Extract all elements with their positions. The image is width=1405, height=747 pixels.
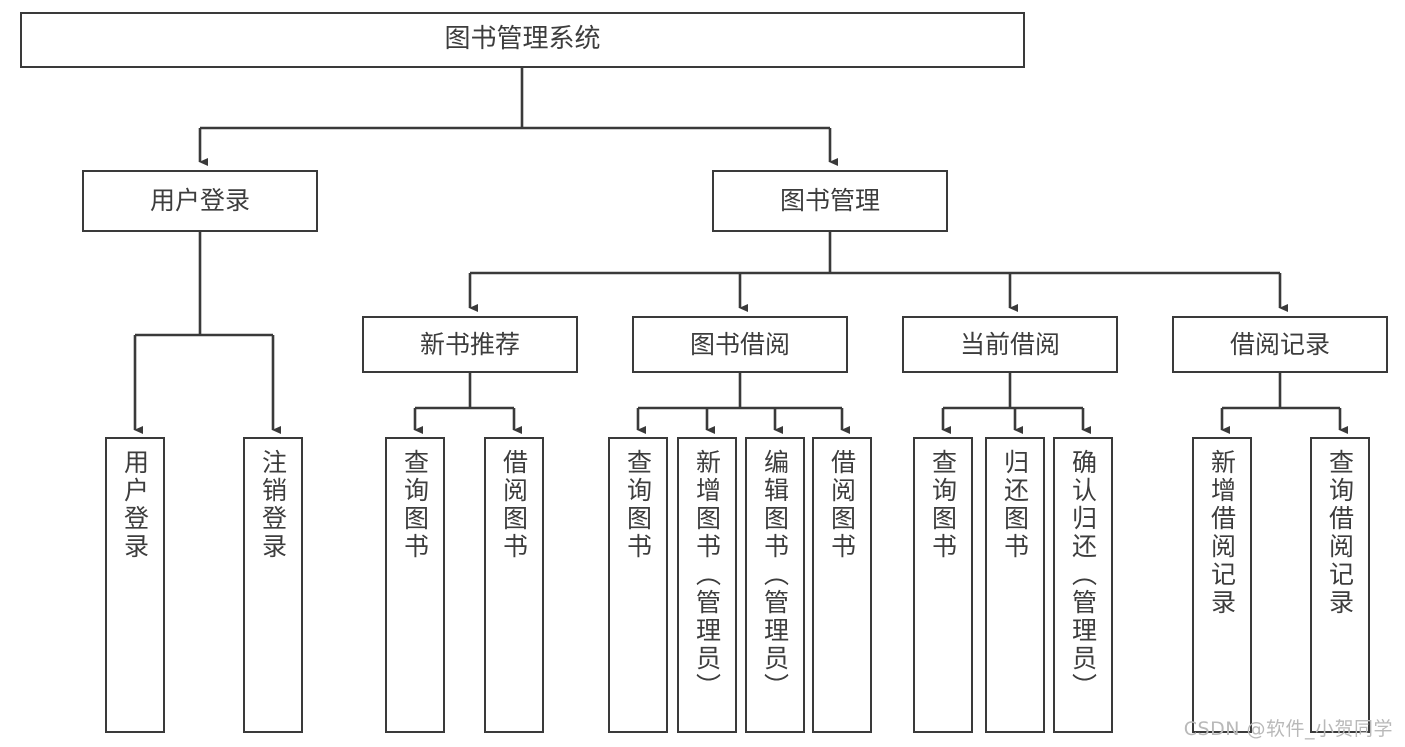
node-borrow-record[interactable]: 借阅记录	[1172, 316, 1388, 373]
watermark-text: CSDN @软件_小贺同学	[1183, 718, 1393, 740]
node-label: 查询借阅记录	[1325, 449, 1355, 617]
node-label: 图书管理	[779, 186, 880, 215]
node-label: 借阅图书	[499, 449, 529, 561]
node-label: 图书管理系统	[444, 24, 601, 55]
node-root-system[interactable]: 图书管理系统	[20, 12, 1025, 68]
node-label: 借阅记录	[1229, 329, 1330, 359]
leaf-borrow-book-new[interactable]: 借阅图书	[484, 437, 544, 733]
node-user-login[interactable]: 用户登录	[82, 170, 318, 232]
node-current-borrow[interactable]: 当前借阅	[902, 316, 1118, 373]
leaf-edit-book-admin[interactable]: 编辑图书（管理员）	[745, 437, 805, 733]
leaf-query-book-borrow[interactable]: 查询图书	[608, 437, 668, 733]
node-book-management[interactable]: 图书管理	[712, 170, 948, 232]
node-label: 当前借阅	[959, 329, 1060, 359]
node-label: 编辑图书（管理员）	[760, 449, 790, 701]
leaf-query-book-current[interactable]: 查询图书	[913, 437, 973, 733]
node-label: 用户登录	[120, 449, 150, 561]
leaf-confirm-return-admin[interactable]: 确认归还（管理员）	[1053, 437, 1113, 733]
node-label: 查询图书	[928, 449, 958, 561]
node-label: 查询图书	[400, 449, 430, 561]
leaf-return-book[interactable]: 归还图书	[985, 437, 1045, 733]
leaf-query-book-new[interactable]: 查询图书	[385, 437, 445, 733]
node-label: 确认归还（管理员）	[1068, 449, 1098, 701]
node-label: 查询图书	[623, 449, 653, 561]
leaf-borrow-book[interactable]: 借阅图书	[812, 437, 872, 733]
leaf-query-borrow-record[interactable]: 查询借阅记录	[1310, 437, 1370, 733]
node-label: 用户登录	[149, 186, 250, 215]
node-label: 新增借阅记录	[1207, 449, 1237, 617]
leaf-add-book-admin[interactable]: 新增图书（管理员）	[677, 437, 737, 733]
leaf-user-login[interactable]: 用户登录	[105, 437, 165, 733]
node-label: 归还图书	[1000, 449, 1030, 561]
node-label: 新书推荐	[419, 329, 520, 359]
node-label: 新增图书（管理员）	[692, 449, 722, 701]
node-label: 注销登录	[258, 449, 288, 561]
leaf-add-borrow-record[interactable]: 新增借阅记录	[1192, 437, 1252, 733]
node-label: 借阅图书	[827, 449, 857, 561]
leaf-logout[interactable]: 注销登录	[243, 437, 303, 733]
node-label: 图书借阅	[689, 329, 790, 359]
node-new-book-recommend[interactable]: 新书推荐	[362, 316, 578, 373]
node-book-borrow[interactable]: 图书借阅	[632, 316, 848, 373]
